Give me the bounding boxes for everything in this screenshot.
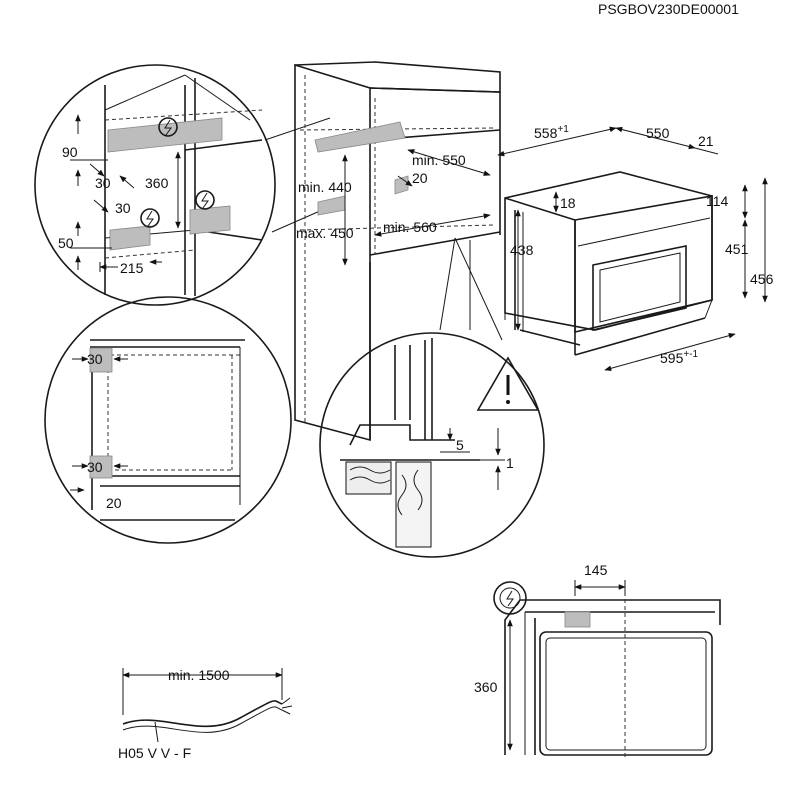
side-socket-zone <box>564 611 591 628</box>
dim-90: 90 <box>62 144 78 160</box>
cabinet-niche: min. 550 20 min. 440 max. 450 min. 560 <box>294 61 501 442</box>
dim-min1500: min. 1500 <box>168 667 230 683</box>
dim-21: 21 <box>698 133 714 149</box>
power-icon-side <box>195 190 215 210</box>
dim-215: 215 <box>120 260 144 276</box>
dim-360: 360 <box>145 175 169 191</box>
dim-min560: min. 560 <box>383 219 437 235</box>
dim-min440: min. 440 <box>298 179 352 195</box>
detail-circle-zoom: 5 1 <box>319 332 545 558</box>
power-icon-side-view <box>493 581 527 615</box>
power-icon-upper <box>158 117 178 137</box>
power-icon-lower <box>140 208 160 228</box>
socket-zone-side <box>189 205 231 235</box>
socket-zone-lower <box>109 225 151 251</box>
dim-20: 20 <box>412 170 428 186</box>
side-view: 145 360 <box>474 562 721 760</box>
dim-20-bottom: 20 <box>106 495 122 511</box>
dim-30-bottom: 30 <box>87 459 103 475</box>
dim-456: 456 <box>750 271 774 287</box>
dim-30-top: 30 <box>87 351 103 367</box>
vent-zone-top <box>89 347 113 373</box>
dim-558: 558+1 <box>534 124 569 141</box>
dim-min550: min. 550 <box>412 152 466 168</box>
warning-triangle-icon <box>476 356 540 411</box>
dim-595: 595+-1 <box>660 349 699 366</box>
power-cable: min. 1500 H05 V V - F <box>118 667 293 761</box>
dim-max450: max. 450 <box>296 225 354 241</box>
vent-zone-bottom <box>89 455 113 479</box>
dim-1: 1 <box>506 455 514 471</box>
cable-type-label: H05 V V - F <box>118 745 191 761</box>
dim-550: 550 <box>646 125 670 141</box>
document-code: PSGBOV230DE00001 <box>598 1 739 17</box>
dim-114: 114 <box>706 193 729 209</box>
dim-18: 18 <box>560 195 576 211</box>
dim-438: 438 <box>510 242 534 258</box>
oven-unit: 558+1 550 21 18 114 438 451 456 595+-1 <box>497 124 774 372</box>
dim-451: 451 <box>725 241 749 257</box>
dim-145: 145 <box>584 562 608 578</box>
oven-door-window <box>592 245 687 332</box>
dim-30b: 30 <box>115 200 131 216</box>
dim-50: 50 <box>58 235 74 251</box>
niche-socket-zone <box>314 121 406 153</box>
dim-360-side: 360 <box>474 679 498 695</box>
dim-5: 5 <box>456 437 464 453</box>
detail-circle-top: 90 30 360 30 50 215 <box>34 64 276 306</box>
dim-30a: 30 <box>95 175 111 191</box>
detail-circle-middle: 30 30 20 <box>44 296 292 544</box>
